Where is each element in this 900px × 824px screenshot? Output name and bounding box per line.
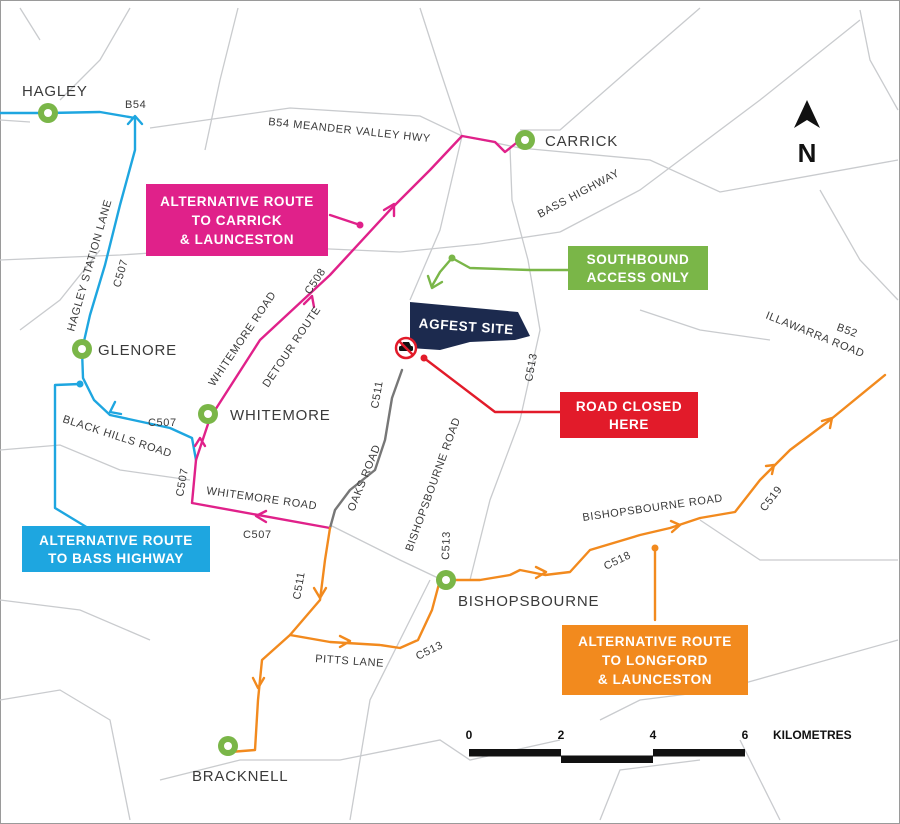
svg-text:HERE: HERE <box>609 417 649 432</box>
callout-southbound: SOUTHBOUND ACCESS ONLY <box>568 246 708 290</box>
svg-text:& LAUNCESTON: & LAUNCESTON <box>180 232 294 247</box>
direction-arrows <box>108 114 834 690</box>
road-label-c507: C507 <box>243 529 272 541</box>
arrow-icon <box>382 202 396 218</box>
town-marker-bishopsbourne <box>436 570 456 590</box>
callout-road-closed: ROAD CLOSED HERE <box>560 392 698 438</box>
svg-text:ACCESS ONLY: ACCESS ONLY <box>587 270 690 285</box>
arrow-icon <box>108 400 123 416</box>
road-label-c511: C511 <box>369 380 386 410</box>
road-label-b54: B54 <box>125 99 146 111</box>
town-markers <box>38 103 535 756</box>
road-label-c513: C513 <box>523 352 540 382</box>
town-label-hagley: HAGLEY <box>22 83 88 100</box>
callout-longford-route: ALTERNATIVE ROUTE TO LONGFORD & LAUNCEST… <box>562 625 748 695</box>
town-marker-glenore <box>72 339 92 359</box>
arrow-icon <box>426 274 444 290</box>
svg-text:& LAUNCESTON: & LAUNCESTON <box>598 672 712 687</box>
svg-text:ROAD CLOSED: ROAD CLOSED <box>576 399 682 414</box>
north-arrow-icon: N <box>794 100 820 168</box>
town-marker-carrick <box>515 130 535 150</box>
svg-text:TO CARRICK: TO CARRICK <box>192 213 283 228</box>
arrow-icon <box>302 294 316 309</box>
arrow-icon <box>534 565 548 580</box>
blue-route <box>0 110 198 530</box>
road-closed-sign-icon <box>394 336 418 360</box>
svg-text:AGFEST SITE: AGFEST SITE <box>418 316 514 338</box>
scale-tick-label: 6 <box>742 728 749 742</box>
green-connector <box>430 256 572 288</box>
arrow-icon <box>126 114 144 126</box>
callout-dots <box>76 221 659 552</box>
scale-unit-label: KILOMETRES <box>773 728 852 742</box>
arrow-icon <box>193 436 207 448</box>
north-label: N <box>798 138 817 168</box>
town-label-bracknell: BRACKNELL <box>192 768 288 785</box>
svg-text:ALTERNATIVE ROUTE: ALTERNATIVE ROUTE <box>578 634 732 649</box>
town-label-whitemore: WHITEMORE <box>230 407 331 424</box>
arrow-icon <box>764 463 776 476</box>
scale-bar: 0 2 4 6 KILOMETRES <box>466 728 852 763</box>
grey-road <box>328 368 404 530</box>
svg-text:ALTERNATIVE ROUTE: ALTERNATIVE ROUTE <box>160 194 314 209</box>
arrow-icon <box>312 586 328 600</box>
background-roads <box>0 7 899 821</box>
arrow-icon <box>669 519 682 534</box>
road-label-c513: C513 <box>440 531 453 560</box>
svg-text:SOUTHBOUND: SOUTHBOUND <box>587 252 690 267</box>
callout-bass-route: ALTERNATIVE ROUTE TO BASS HIGHWAY <box>22 526 210 572</box>
town-label-carrick: CARRICK <box>545 133 618 150</box>
town-marker-bracknell <box>218 736 238 756</box>
town-label-bishopsbourne: BISHOPSBOURNE <box>458 593 599 610</box>
agfest-site: AGFEST SITE <box>410 302 530 350</box>
pink-route <box>190 134 522 530</box>
arrow-icon <box>251 676 266 690</box>
svg-text:TO LONGFORD: TO LONGFORD <box>602 653 708 668</box>
callout-carrick-route: ALTERNATIVE ROUTE TO CARRICK & LAUNCESTO… <box>146 184 328 256</box>
town-marker-whitemore <box>198 404 218 424</box>
svg-text:TO BASS HIGHWAY: TO BASS HIGHWAY <box>48 551 184 566</box>
scale-tick-label: 4 <box>650 728 657 742</box>
arrow-icon <box>820 416 834 430</box>
arrow-icon <box>338 634 352 649</box>
arrow-icon <box>254 509 268 524</box>
town-label-glenore: GLENORE <box>98 342 177 359</box>
svg-text:ALTERNATIVE ROUTE: ALTERNATIVE ROUTE <box>39 533 193 548</box>
town-marker-hagley <box>38 103 58 123</box>
road-label-c507: C507 <box>174 467 191 497</box>
orange-route <box>228 373 887 754</box>
scale-tick-label: 2 <box>558 728 565 742</box>
red-connector <box>422 356 562 414</box>
road-label-c507: C507 <box>148 417 177 429</box>
scale-tick-label: 0 <box>466 728 473 742</box>
road-label-pitts-lane: PITTS LANE <box>315 653 385 670</box>
road-label-c511: C511 <box>291 571 308 601</box>
